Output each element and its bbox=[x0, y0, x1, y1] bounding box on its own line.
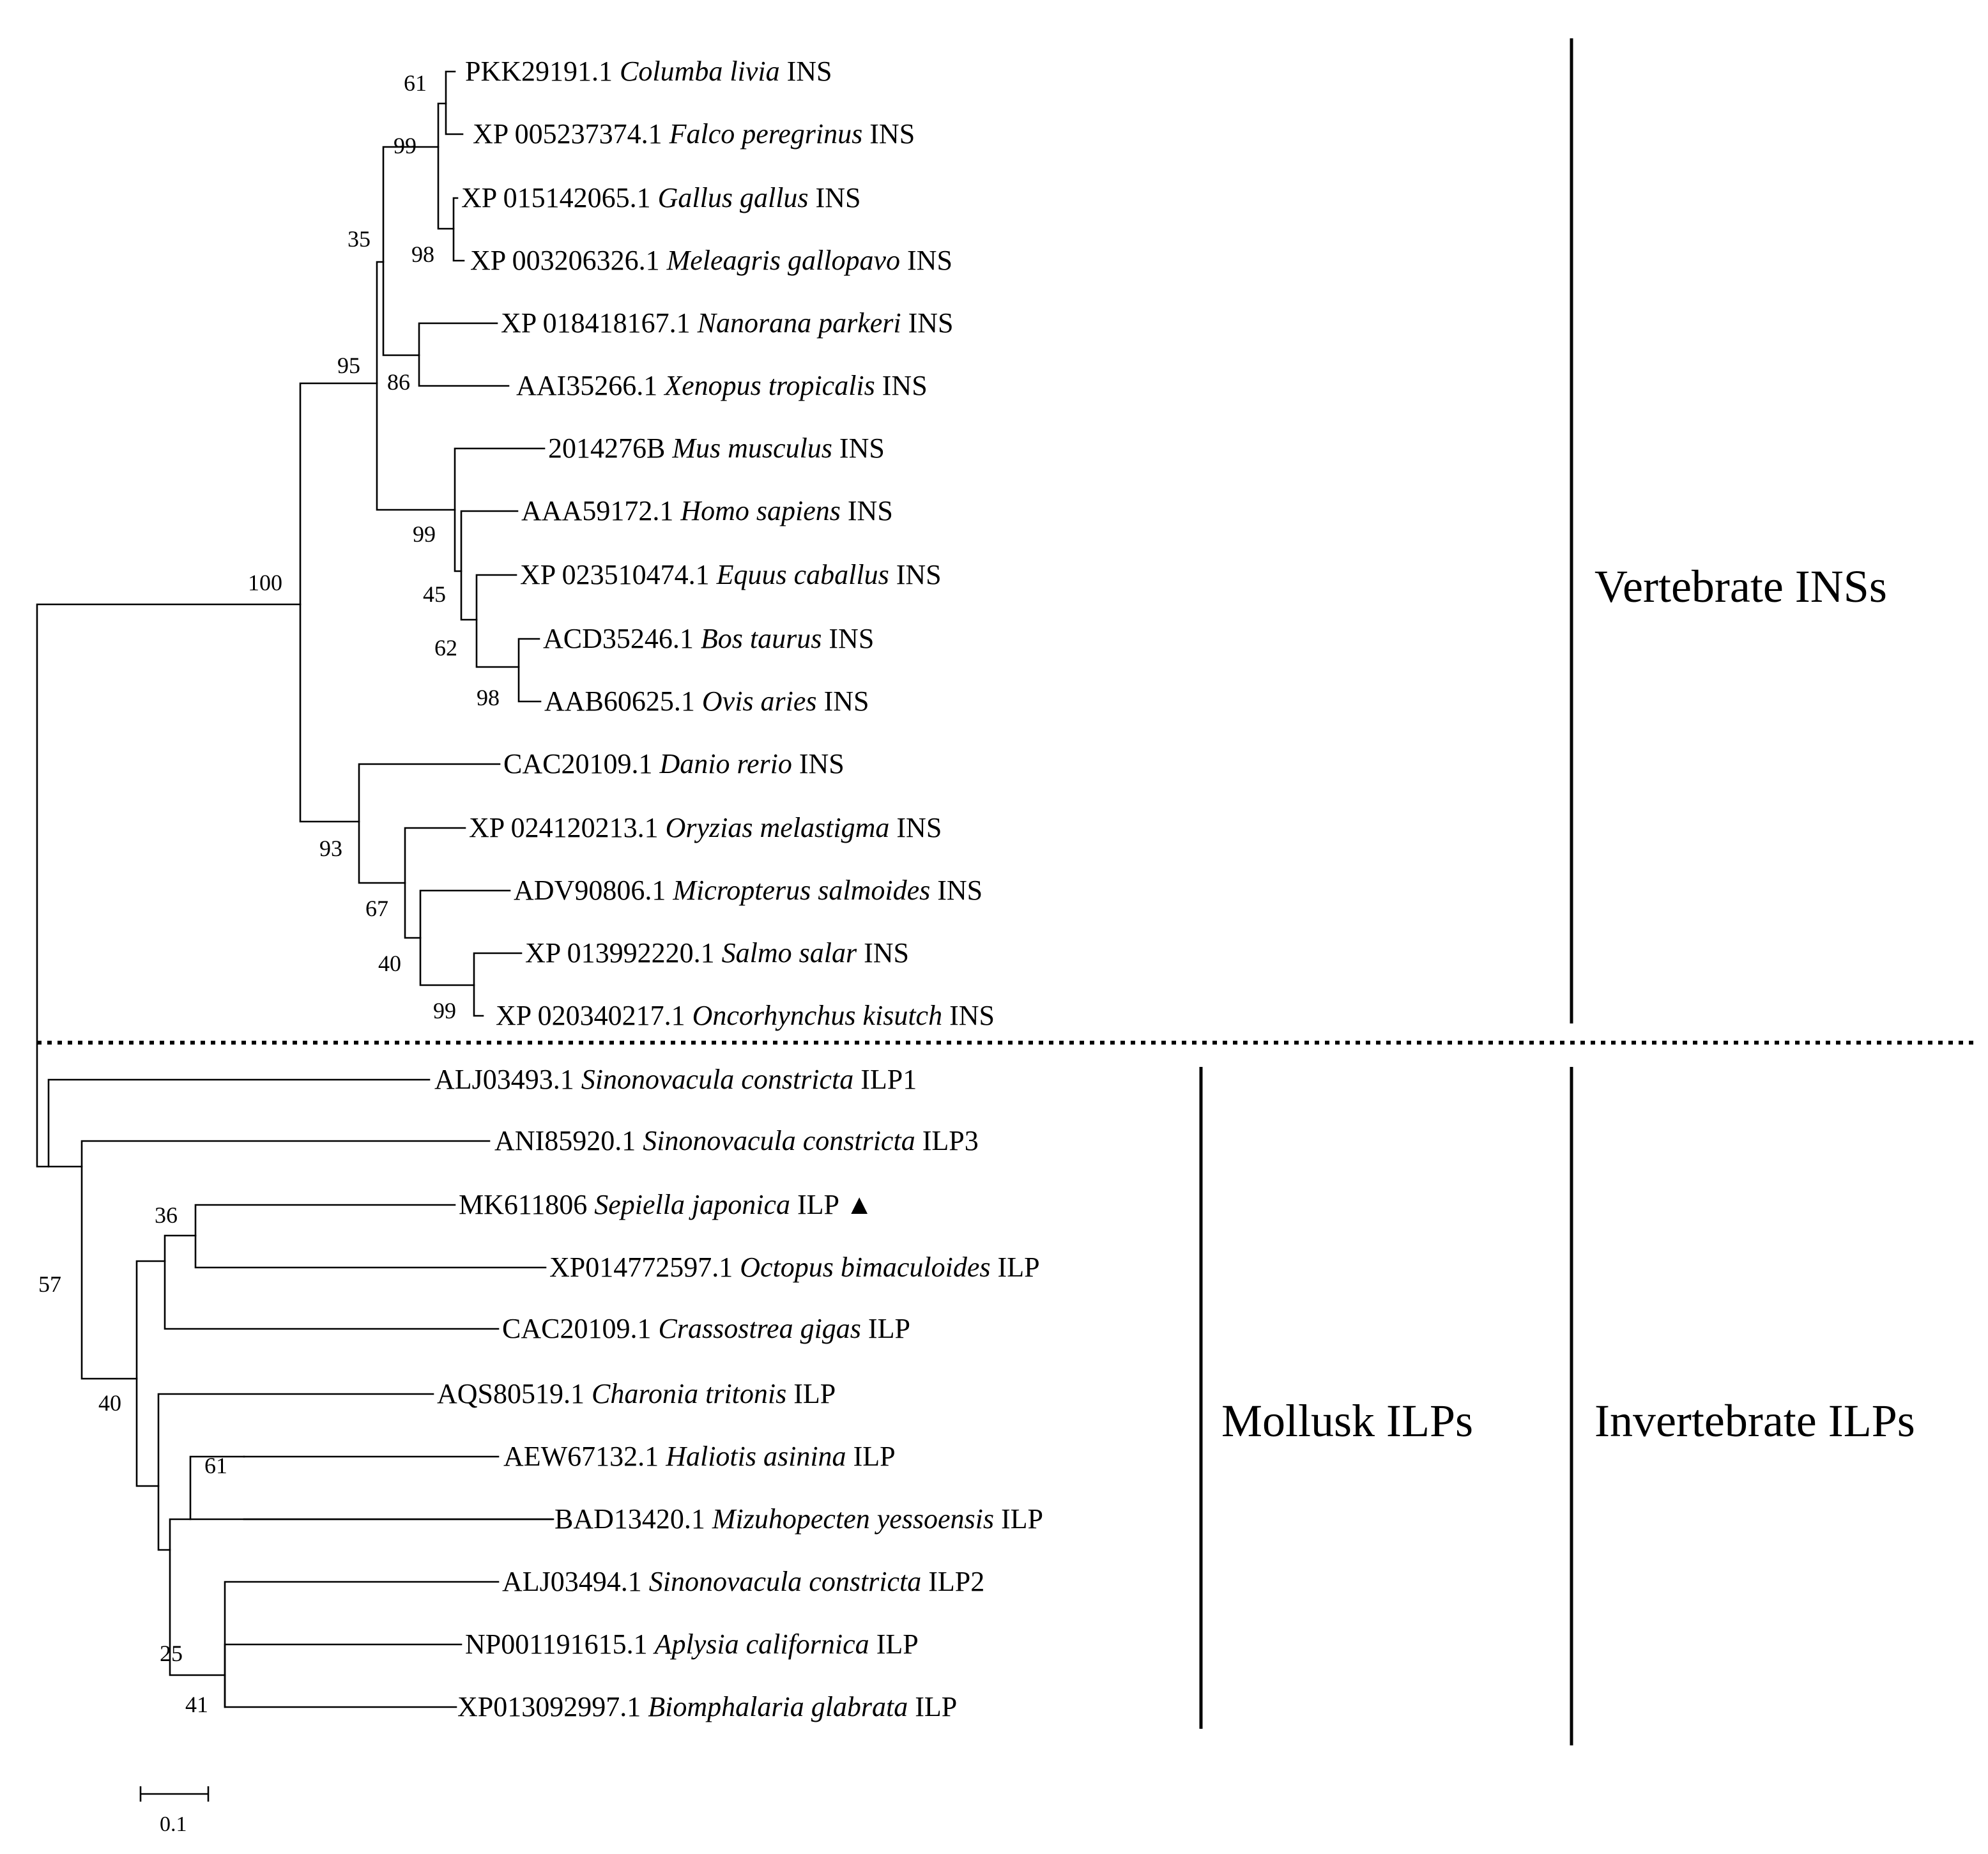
branch-birds bbox=[437, 102, 455, 230]
branch-aplysia-biomphalaria bbox=[224, 1643, 463, 1708]
branch-equus-group bbox=[460, 510, 519, 621]
bootstrap-value: 99 bbox=[413, 521, 436, 547]
bootstrap-value: 57 bbox=[38, 1271, 61, 1297]
branch-haliotis-mizuhopecten bbox=[189, 1455, 553, 1521]
taxon-label: XP 013992220.1 Salmo salar INS bbox=[525, 937, 909, 969]
taxon-label: XP013092997.1 Biomphalaria glabrata ILP bbox=[457, 1691, 957, 1722]
taxon-label: ADV90806.1 Micropterus salmoides INS bbox=[514, 875, 983, 906]
bootstrap-value: 100 bbox=[248, 570, 282, 595]
taxon-label: CAC20109.1 Danio rerio INS bbox=[503, 748, 845, 779]
taxon-label: 2014276B Mus musculus INS bbox=[548, 433, 885, 464]
branch-cephalopod-crassostrea bbox=[164, 1234, 500, 1330]
taxon-label: ACD35246.1 Bos taurus INS bbox=[543, 623, 874, 654]
taxon-label: AEW67132.1 Haliotis asinina ILP bbox=[503, 1441, 896, 1472]
branch-fish bbox=[358, 763, 501, 884]
branch-mollusk-root bbox=[47, 1078, 431, 1168]
highlight-triangle-icon: ▲ bbox=[845, 1189, 873, 1220]
taxon-label: CAC20109.1 Crassostrea gigas ILP bbox=[502, 1313, 910, 1344]
branch-mammals bbox=[454, 447, 546, 572]
taxon-label: XP 023510474.1 Equus caballus INS bbox=[520, 559, 942, 590]
bootstrap-value: 98 bbox=[477, 685, 500, 710]
bootstrap-value: 62 bbox=[434, 635, 457, 661]
branch-bos-ovis-equus bbox=[475, 574, 520, 668]
bootstrap-value: 61 bbox=[404, 70, 427, 96]
branch-perch-salmonids bbox=[419, 889, 511, 986]
branch-frogs bbox=[418, 322, 510, 387]
taxon-label: NP001191615.1 Aplysia californica ILP bbox=[465, 1628, 919, 1660]
branch-mollusk-node-57 bbox=[80, 1140, 491, 1380]
branch-mollusk-node-40 bbox=[135, 1260, 166, 1487]
bootstrap-values: 61 99 98 35 86 95 100 99 45 62 98 93 67 … bbox=[38, 70, 500, 1717]
bootstrap-value: 98 bbox=[411, 241, 434, 267]
branch-bos-ovis bbox=[517, 638, 542, 703]
vertebrate-clade-label: Vertebrate INSs bbox=[1594, 561, 1887, 612]
taxon-label: XP 018418167.1 Nanorana parkeri INS bbox=[501, 307, 954, 339]
bootstrap-value: 40 bbox=[378, 951, 401, 976]
taxon-label: PKK29191.1 Columba livia INS bbox=[465, 56, 832, 87]
scale-bar-label: 0.1 bbox=[160, 1812, 187, 1836]
bootstrap-value: 67 bbox=[365, 896, 388, 921]
branch-gallus-meleagris bbox=[452, 197, 465, 262]
bootstrap-value: 40 bbox=[98, 1390, 121, 1416]
bootstrap-value: 86 bbox=[387, 369, 410, 395]
taxon-label: XP 015142065.1 Gallus gallus INS bbox=[461, 182, 860, 213]
branch-salmonids bbox=[473, 952, 523, 1017]
taxon-label: AQS80519.1 Charonia tritonis ILP bbox=[437, 1378, 836, 1409]
taxon-label: MK611806 Sepiella japonica ILP ▲ bbox=[459, 1189, 873, 1220]
mollusk-clade-label: Mollusk ILPs bbox=[1221, 1395, 1473, 1446]
taxon-label: XP 005237374.1 Falco peregrinus INS bbox=[473, 118, 915, 149]
branch-columba-falco bbox=[445, 70, 464, 135]
taxon-label: XP 020340217.1 Oncorhynchus kisutch INS bbox=[496, 1000, 995, 1031]
bootstrap-value: 35 bbox=[348, 226, 371, 252]
branch-fish-inner bbox=[404, 827, 466, 939]
bootstrap-value: 45 bbox=[423, 581, 446, 607]
bootstrap-value: 93 bbox=[319, 836, 342, 861]
scale-bar-line bbox=[139, 1786, 210, 1802]
branch-gastropods bbox=[169, 1518, 226, 1676]
branch-root bbox=[36, 603, 302, 1168]
mollusk-subtree bbox=[47, 1078, 554, 1708]
branch-gastropod-bivalve bbox=[157, 1393, 434, 1551]
bootstrap-value: 36 bbox=[155, 1202, 178, 1228]
taxon-label: AAI35266.1 Xenopus tropicalis INS bbox=[516, 370, 928, 401]
invertebrate-clade-label: Invertebrate ILPs bbox=[1594, 1395, 1915, 1446]
bootstrap-value: 61 bbox=[204, 1453, 227, 1478]
taxon-label: AAB60625.1 Ovis aries INS bbox=[544, 686, 869, 717]
bootstrap-value: 99 bbox=[433, 998, 456, 1023]
bootstrap-value: 25 bbox=[160, 1641, 183, 1666]
taxon-label: XP 024120213.1 Oryzias melastigma INS bbox=[469, 812, 942, 843]
taxon-label: ANI85920.1 Sinonovacula constricta ILP3 bbox=[494, 1125, 979, 1156]
taxon-label: ALJ03494.1 Sinonovacula constricta ILP2 bbox=[502, 1566, 984, 1597]
bootstrap-value: 95 bbox=[337, 353, 360, 378]
scale-bar: 0.1 bbox=[139, 1786, 210, 1836]
clade-annotations: Vertebrate INSs Mollusk ILPs Invertebrat… bbox=[1199, 38, 1915, 1745]
branch-cephalopod-pair bbox=[194, 1204, 547, 1269]
taxon-label: AAA59172.1 Homo sapiens INS bbox=[521, 495, 893, 526]
taxon-label: BAD13420.1 Mizuhopecten yessoensis ILP bbox=[554, 1503, 1043, 1535]
branch-vertebrates bbox=[299, 382, 378, 823]
branch-tetrapods bbox=[376, 261, 456, 511]
taxon-label: XP 003206326.1 Meleagris gallopavo INS bbox=[470, 245, 952, 276]
branch-haliotis bbox=[243, 1455, 554, 1521]
taxon-label: XP014772597.1 Octopus bimaculoides ILP bbox=[549, 1252, 1040, 1283]
branch-birds-frogs bbox=[382, 146, 440, 356]
vertebrate-subtree bbox=[36, 70, 546, 1168]
bootstrap-value: 99 bbox=[394, 133, 417, 158]
bootstrap-value: 41 bbox=[185, 1692, 208, 1717]
taxon-label: ALJ03493.1 Sinonovacula constricta ILP1 bbox=[434, 1064, 917, 1095]
taxon-labels: PKK29191.1 Columba livia INS XP 00523737… bbox=[434, 56, 1043, 1722]
